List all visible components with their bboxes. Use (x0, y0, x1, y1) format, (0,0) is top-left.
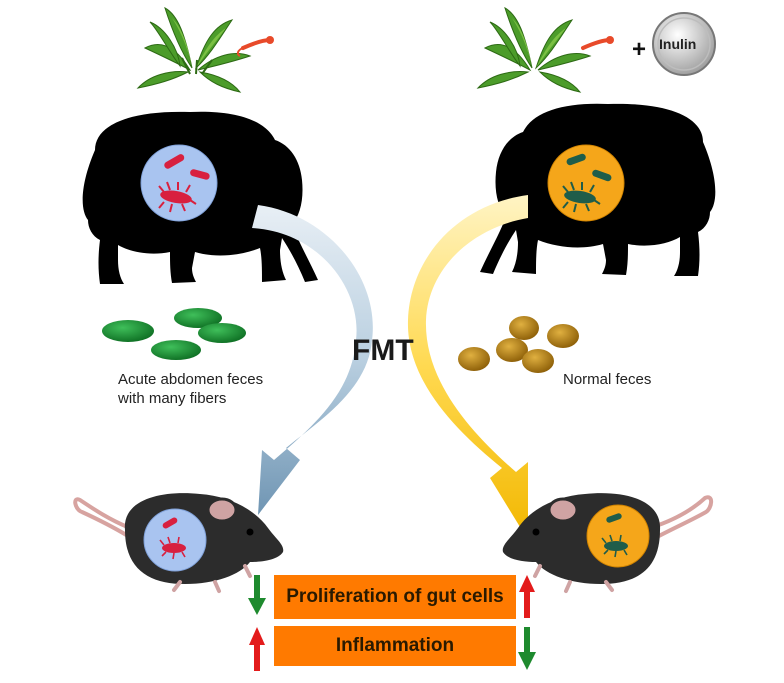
mouse-icon-right (502, 493, 714, 593)
fmt-flow-left (252, 205, 373, 515)
feces-icon-acute (102, 308, 246, 360)
mouse-icon-left (73, 493, 284, 593)
arrow-up-icon-left-inflam (249, 627, 265, 671)
inulin-jar-icon (652, 12, 716, 76)
plant-icon-right (476, 6, 614, 93)
microbe-icon-left (140, 144, 218, 222)
inflammation-bar: Inflammation (274, 626, 516, 666)
fmt-label: FMT (352, 334, 414, 367)
fmt-flow-right (407, 195, 528, 540)
arrow-down-icon-left-prolif (248, 575, 266, 615)
plant-icon-left (136, 6, 274, 93)
arrow-up-icon-right-prolif (519, 575, 535, 618)
normal-feces-label: Normal feces (563, 371, 652, 388)
arrow-down-icon-right-inflam (518, 627, 536, 670)
feces-icon-normal (458, 316, 579, 373)
proliferation-bar: Proliferation of gut cells (274, 575, 516, 619)
plus-sign: + (632, 36, 647, 63)
microbe-icon-right (547, 144, 625, 222)
acute-feces-label: Acute abdomen feces with many fibers (118, 371, 264, 407)
inulin-label: Inulin (659, 36, 697, 52)
